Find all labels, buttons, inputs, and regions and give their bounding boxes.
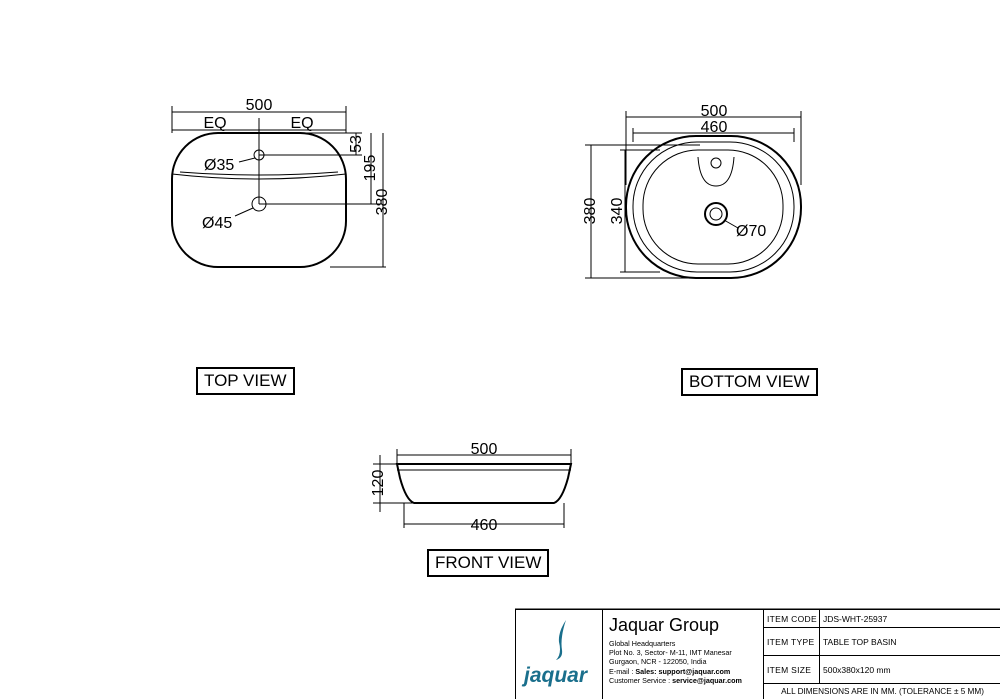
hole-large-dim: Ø45	[202, 215, 232, 232]
front-top-width-dim: 500	[471, 441, 498, 458]
top-view-label: TOP VIEW	[196, 367, 295, 395]
bottom-outer-outline	[625, 135, 802, 279]
drain-dim: Ø70	[736, 223, 766, 240]
logo-text: jaquar	[524, 664, 588, 687]
front-view-drawing: 500 460 120	[370, 441, 573, 534]
row-value: 500x380x120 mm	[823, 664, 891, 675]
bottom-view-label: BOTTOM VIEW	[681, 368, 818, 396]
bottom-base-outline	[642, 149, 784, 265]
row-item-code: ITEM CODE JDS-WHT-25937	[764, 610, 1000, 628]
drain-outer	[704, 202, 728, 226]
bottom-view-drawing: 500 460 380 340 Ø70	[582, 103, 802, 279]
front-height-dim: 120	[370, 470, 387, 497]
eq-right-dim: EQ	[290, 115, 313, 132]
email-prefix: E-mail :	[609, 666, 636, 676]
dim-380: 380	[374, 189, 391, 216]
bottom-rim-outline	[632, 141, 795, 273]
front-profile	[395, 463, 573, 504]
hole-small-dim: Ø35	[204, 157, 234, 174]
row-item-type: ITEM TYPE TABLE TOP BASIN	[764, 628, 1000, 656]
tolerance-note: ALL DIMENSIONS ARE IN MM. (TOLERANCE ± 5…	[781, 687, 984, 696]
front-view-label: FRONT VIEW	[427, 549, 550, 577]
dim-195: 195	[362, 155, 379, 182]
bottom-outer-width-dim: 500	[701, 103, 728, 120]
address-line: Gurgaon, NCR - 122050, India	[609, 657, 707, 667]
service-link[interactable]: service@jaquar.com	[672, 675, 742, 685]
title-block: jaquar Jaquar Group Global Headquarters …	[515, 609, 1000, 699]
top-width-dim: 500	[246, 97, 273, 114]
row-item-size: ITEM SIZE 500x380x120 mm	[764, 656, 1000, 684]
address-line: Global Headquarters	[609, 639, 676, 648]
service-line: Customer Service : service@jaquar.com	[609, 676, 742, 685]
row-key: ITEM SIZE	[767, 656, 820, 683]
address-line: Plot No. 3, Sector- M-11, IMT Manesar	[609, 648, 732, 658]
bottom-outer-depth-dim: 380	[582, 198, 599, 225]
company-name: Jaquar Group	[609, 615, 720, 635]
email-line: E-mail : Sales: support@jaquar.com	[609, 667, 742, 676]
row-key: ITEM TYPE	[767, 628, 820, 655]
row-value: JDS-WHT-25937	[823, 613, 888, 624]
bottom-inner-depth-dim: 340	[609, 198, 626, 225]
email-link[interactable]: Sales: support@jaquar.com	[635, 666, 731, 676]
front-base-width-dim: 460	[471, 517, 498, 534]
jaquar-mark-icon	[556, 620, 566, 660]
tap-cutout	[697, 156, 735, 187]
bottom-inner-width-dim: 460	[701, 119, 728, 136]
drain-inner	[709, 207, 723, 221]
eq-left-dim: EQ	[203, 115, 226, 132]
row-value: TABLE TOP BASIN	[823, 636, 897, 647]
company-info: Jaquar Group Global Headquarters Plot No…	[603, 610, 764, 699]
top-view-drawing: 500 EQ EQ 53 195 380 Ø35 Ø45	[171, 97, 391, 268]
service-prefix: Customer Service :	[609, 675, 673, 685]
company-address: Global Headquarters Plot No. 3, Sector- …	[609, 639, 742, 685]
dim-53: 53	[348, 135, 365, 153]
row-key: ITEM CODE	[767, 610, 820, 627]
tap-hole-bottom	[710, 157, 722, 169]
company-logo: jaquar	[516, 610, 603, 699]
